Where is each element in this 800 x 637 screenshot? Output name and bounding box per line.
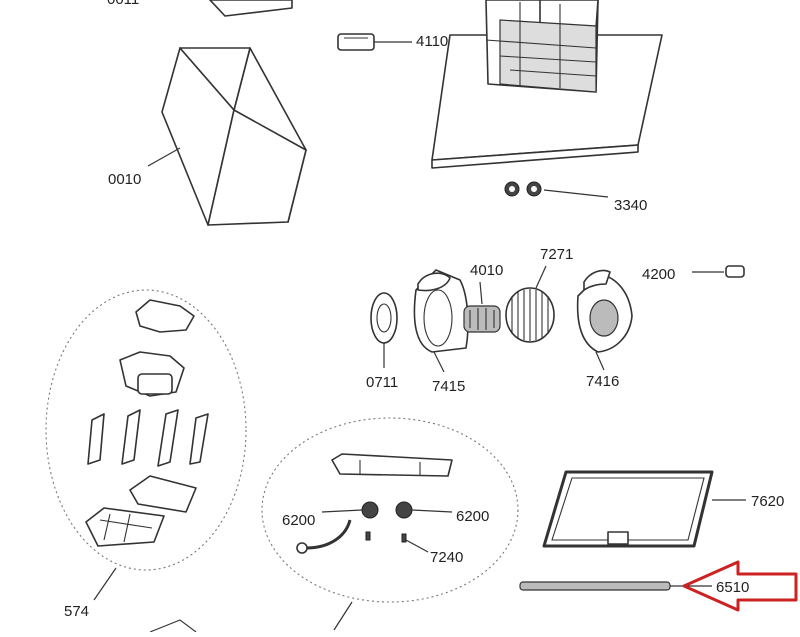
hood-body-shape (431, 0, 663, 169)
part-7416-shape (576, 269, 633, 371)
part-7415-shape (413, 269, 469, 373)
label-4010: 4010 (470, 262, 504, 279)
bottom-fragment-shape (149, 619, 197, 633)
part-4110-shape (337, 33, 412, 51)
label-0010: 0010 (108, 171, 142, 188)
part-0011-shape (209, 0, 293, 17)
label-6510: 6510 (716, 579, 750, 596)
label-7620: 7620 (751, 493, 785, 510)
label-7416: 7416 (586, 373, 620, 390)
electrical-group (261, 417, 519, 631)
label-4200: 4200 (642, 266, 676, 283)
label-0011: 0011 (107, 0, 139, 7)
label-7240: 7240 (430, 549, 464, 566)
label-3340: 3340 (614, 197, 648, 214)
part-7271-shape (505, 265, 555, 343)
part-7620-shape (542, 470, 746, 548)
label-4110: 4110 (416, 33, 449, 50)
label-6200-right: 6200 (456, 508, 490, 525)
label-6200-left: 6200 (282, 512, 316, 529)
part-6510-shape (519, 581, 712, 591)
part-574-group (45, 289, 247, 601)
part-0010-shape (147, 47, 307, 226)
highlight-arrow-icon (682, 560, 798, 612)
part-4200-shape (692, 265, 745, 278)
label-7415: 7415 (432, 378, 466, 395)
label-7271: 7271 (540, 246, 574, 263)
label-0711: 0711 (366, 374, 399, 391)
part-3340-shape (504, 181, 609, 198)
part-0711-shape (370, 292, 398, 368)
part-4010-shape (463, 281, 501, 333)
label-574: 574 (64, 603, 90, 620)
